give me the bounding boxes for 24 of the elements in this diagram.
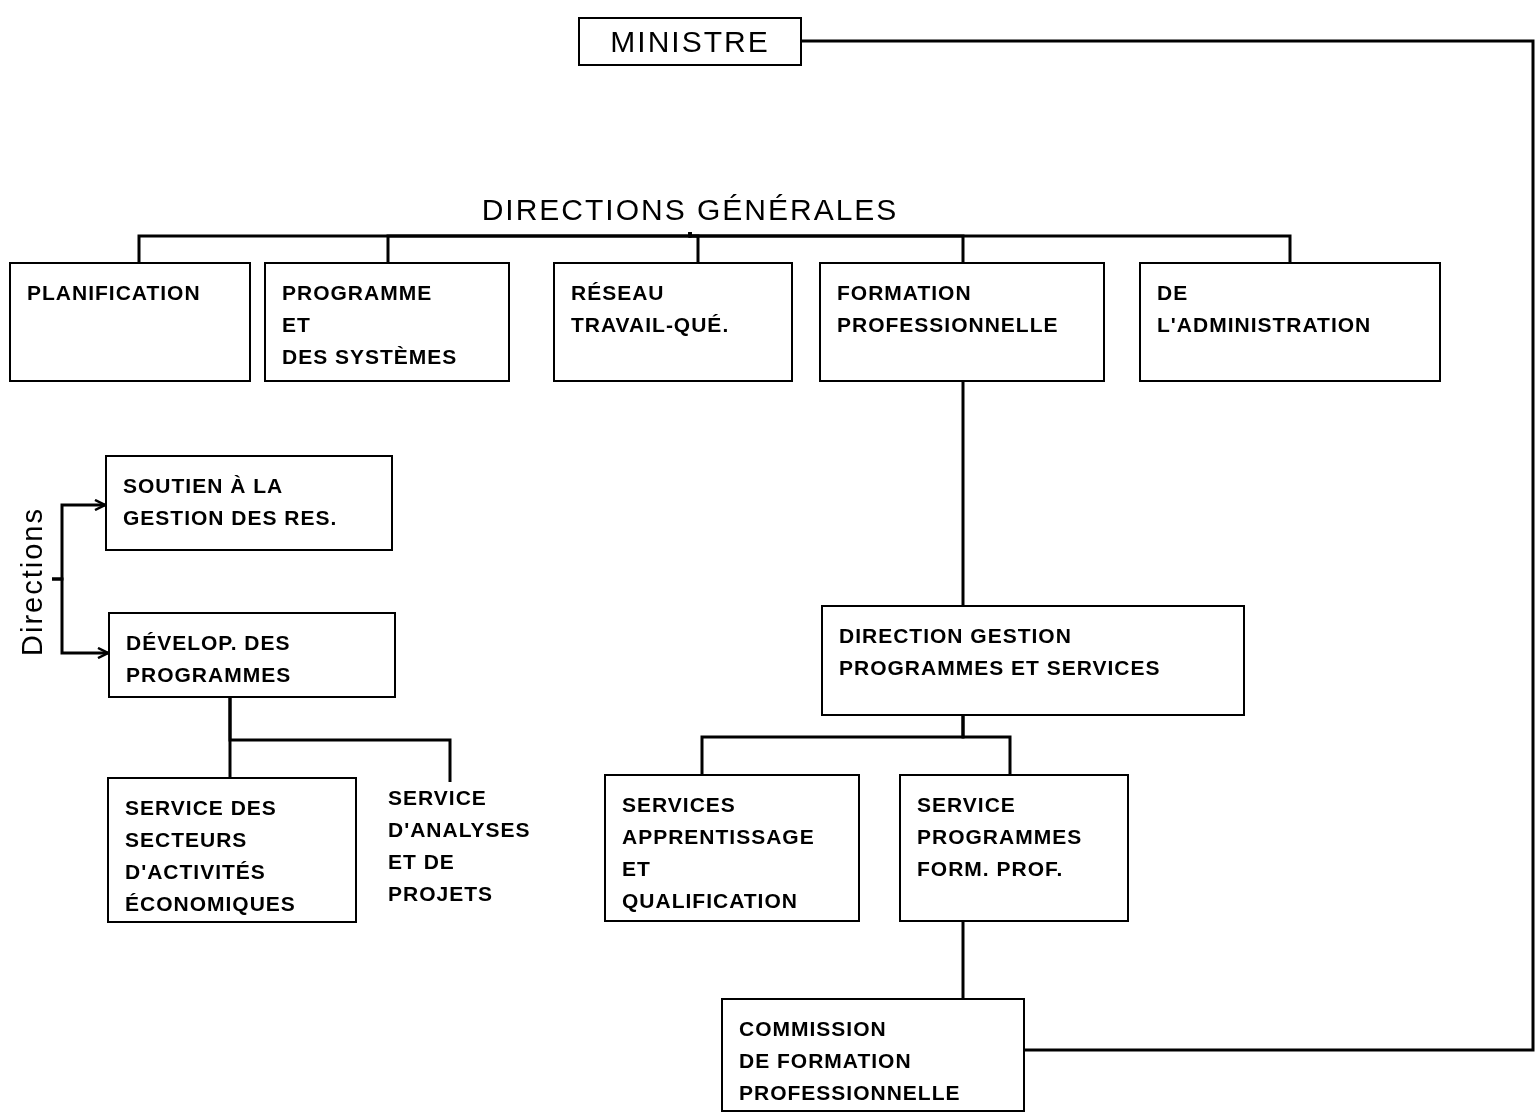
arrow xyxy=(52,577,110,660)
service-box: SERVICES APPRENTISSAGE ET QUALIFICATION xyxy=(604,774,860,922)
ministry-box: MINISTRE xyxy=(578,17,802,66)
connector-line xyxy=(961,922,965,998)
service-label: SERVICE D'ANALYSES ET DE PROJETS xyxy=(388,782,573,914)
connector-line xyxy=(386,232,692,262)
commission-box: COMMISSION DE FORMATION PROFESSIONNELLE xyxy=(721,998,1025,1112)
department-box: DE L'ADMINISTRATION xyxy=(1139,262,1441,382)
connector-line xyxy=(688,231,1292,262)
service-box: SERVICE PROGRAMMES FORM. PROF. xyxy=(899,774,1129,922)
directorate-box: SOUTIEN À LA GESTION DES RES. xyxy=(105,455,393,551)
service-box: SERVICE DES SECTEURS D'ACTIVITÉS ÉCONOMIQUES xyxy=(107,777,357,923)
directorate-box: DÉVELOP. DES PROGRAMMES xyxy=(108,612,396,698)
department-box: PLANIFICATION xyxy=(9,262,251,382)
department-box: PROGRAMME ET DES SYSTÈMES xyxy=(264,262,510,382)
heading-label: DIRECTIONS GÉNÉRALES xyxy=(455,190,925,232)
connector-line xyxy=(802,39,1535,1052)
department-box: RÉSEAU TRAVAIL-QUÉ. xyxy=(553,262,793,382)
connector-line xyxy=(961,716,1012,774)
connector-line xyxy=(961,382,965,605)
department-box: FORMATION PROFESSIONNELLE xyxy=(819,262,1105,382)
vertical-label: Directions xyxy=(14,482,52,682)
directorate-box: DIRECTION GESTION PROGRAMMES ET SERVICES xyxy=(821,605,1245,716)
connector-line xyxy=(228,698,452,782)
